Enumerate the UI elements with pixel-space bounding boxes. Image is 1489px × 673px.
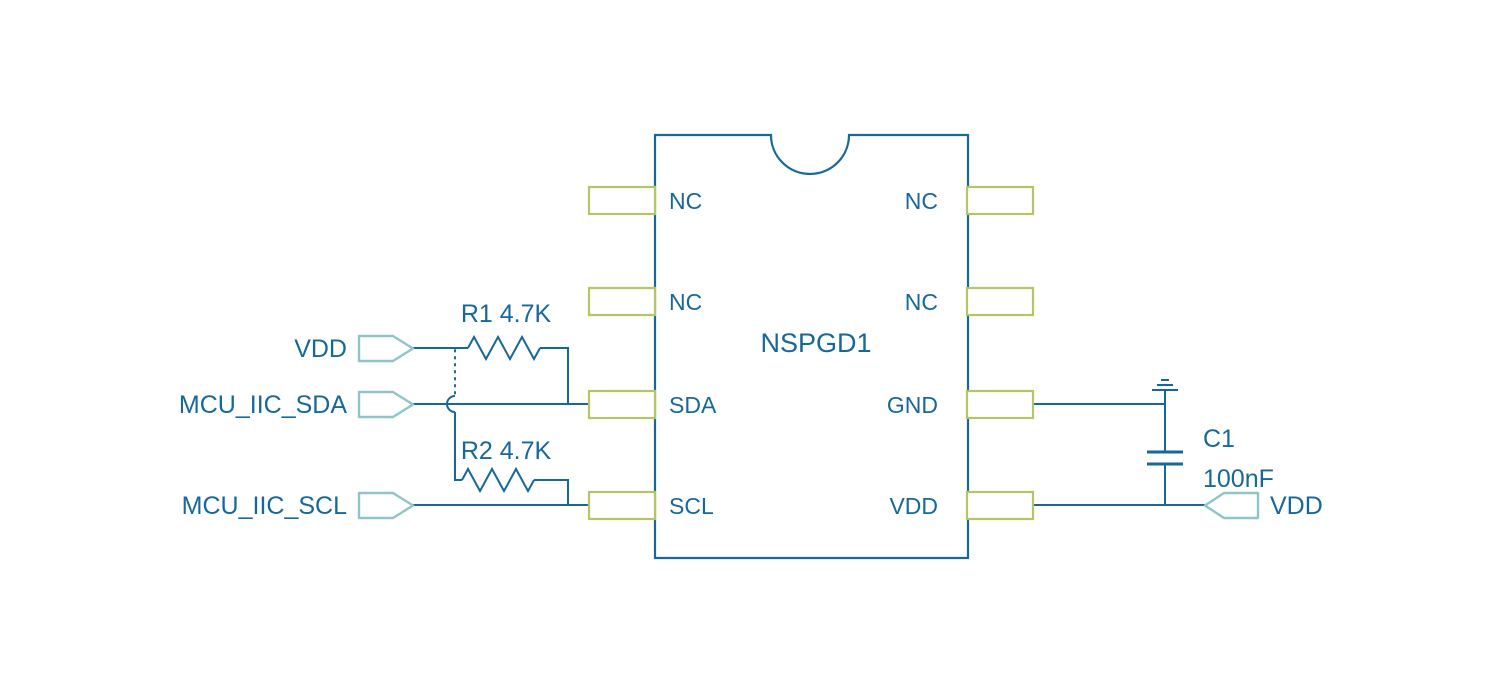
port-vdd-right: VDD bbox=[1203, 491, 1323, 520]
ic-label: NSPGD1 bbox=[760, 328, 871, 358]
port-vdd-left: VDD bbox=[294, 334, 415, 363]
ic-nspgd1: NSPGD1 NC NC SDA SCL NC NC GND VDD bbox=[587, 133, 1035, 560]
port-scl-label: MCU_IIC_SCL bbox=[182, 492, 347, 520]
wire-hop-arc bbox=[446, 395, 456, 413]
pin-label-right-3: GND bbox=[887, 392, 938, 418]
resistor-r2-label: R2 4.7K bbox=[461, 437, 552, 465]
pin-label-left-4: SCL bbox=[669, 493, 714, 519]
pin-pad-right-3 bbox=[965, 389, 1035, 420]
resistor-r1: R1 4.7K bbox=[461, 300, 552, 362]
pin-label-right-4: VDD bbox=[889, 493, 938, 519]
port-mcu-iic-sda: MCU_IIC_SDA bbox=[179, 390, 415, 419]
port-vdd-left-label: VDD bbox=[294, 335, 347, 363]
pin-pad-right-2 bbox=[965, 286, 1035, 317]
port-mcu-iic-scl: MCU_IIC_SCL bbox=[182, 491, 415, 520]
port-sda-symbol bbox=[357, 390, 415, 419]
wire-r2-to-scl bbox=[534, 479, 569, 505]
capacitor-c1: C1 100nF bbox=[1147, 404, 1274, 505]
pin-label-right-1: NC bbox=[905, 188, 938, 214]
pin-pad-left-2 bbox=[587, 286, 657, 317]
ground-symbol bbox=[1152, 379, 1178, 404]
resistor-r2-symbol bbox=[461, 466, 535, 494]
wires bbox=[413, 347, 1205, 506]
port-vdd-left-symbol bbox=[357, 334, 415, 363]
capacitor-ref-label: C1 bbox=[1203, 425, 1235, 453]
pin-pad-right-4 bbox=[965, 490, 1035, 521]
pin-label-left-3: SDA bbox=[669, 392, 717, 418]
port-vdd-right-symbol bbox=[1203, 491, 1260, 520]
pin-pad-left-4 bbox=[587, 490, 657, 521]
port-vdd-right-label: VDD bbox=[1270, 492, 1323, 520]
port-scl-symbol bbox=[357, 491, 415, 520]
pin-label-right-2: NC bbox=[905, 289, 938, 315]
pin-pad-right-1 bbox=[965, 185, 1035, 216]
port-sda-label: MCU_IIC_SDA bbox=[179, 391, 347, 419]
resistor-r1-symbol bbox=[467, 334, 541, 362]
pin-pad-left-3 bbox=[587, 389, 657, 420]
capacitor-value-label: 100nF bbox=[1203, 465, 1274, 493]
resistor-r2: R2 4.7K bbox=[461, 437, 552, 494]
wire-branch-to-r2 bbox=[454, 412, 462, 481]
pin-label-left-1: NC bbox=[669, 188, 702, 214]
pin-label-left-2: NC bbox=[669, 289, 702, 315]
ic-outline bbox=[653, 133, 970, 560]
wire-r1-to-sda bbox=[540, 347, 569, 404]
pin-pad-left-1 bbox=[587, 185, 657, 216]
resistor-r1-label: R1 4.7K bbox=[461, 300, 552, 328]
